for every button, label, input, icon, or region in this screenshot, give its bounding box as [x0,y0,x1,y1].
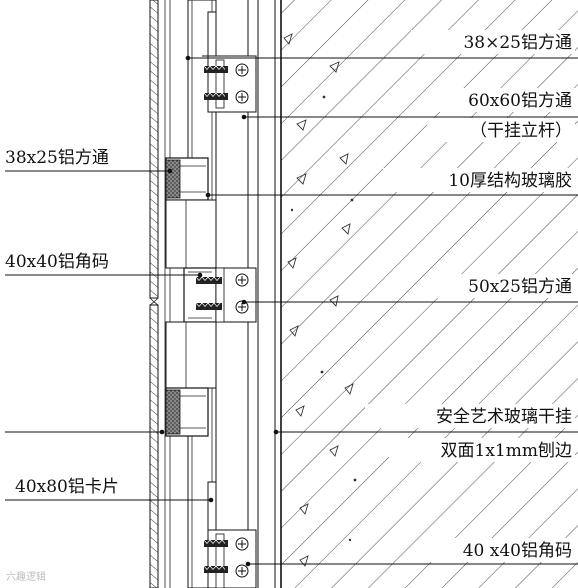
tube-38x25-upper [165,157,209,201]
art-glass-panel-upper [149,0,159,299]
lower-angle-bracket [207,481,257,588]
structural-silicone [165,199,217,269]
upper-screws [203,63,249,104]
label-50x25-tube: 50x25铝方通 [468,277,572,297]
middle-angle-bracket [215,267,257,323]
art-glass-panel-lower [149,304,159,588]
label-vertical-hanger: （干挂立杆） [470,121,572,141]
lower-screws [203,537,249,578]
leader-lines [5,55,578,567]
left-labels: 38x25铝方通 40x40铝角码 40x80铝卡片 [5,148,119,497]
tube-38x25-lower [165,387,209,437]
label-40x40-angle-left: 40x40铝角码 [5,252,109,272]
structural-silicone-lower [165,321,217,389]
label-38x25-tube-top: 38×25铝方通 [463,33,572,53]
label-38x25-tube-left: 38x25铝方通 [5,148,109,168]
label-60x60-tube: 60x60铝方通 [468,91,572,111]
label-40x80-clip: 40x80铝卡片 [15,477,119,497]
label-40x40-angle-bottom: 40 x40铝角码 [463,541,572,561]
upper-angle-bracket [202,11,257,113]
label-safety-art-glass: 安全艺术玻璃干挂 [436,407,572,427]
label-double-edge: 双面1x1mm刨边 [441,441,572,461]
right-labels: 38×25铝方通 60x60铝方通 （干挂立杆） 10厚结构玻璃胶 50x25铝… [365,30,575,562]
label-structural-silicone: 10厚结构玻璃胶 [448,171,572,191]
watermark: 六趣逻辑 [6,570,46,583]
